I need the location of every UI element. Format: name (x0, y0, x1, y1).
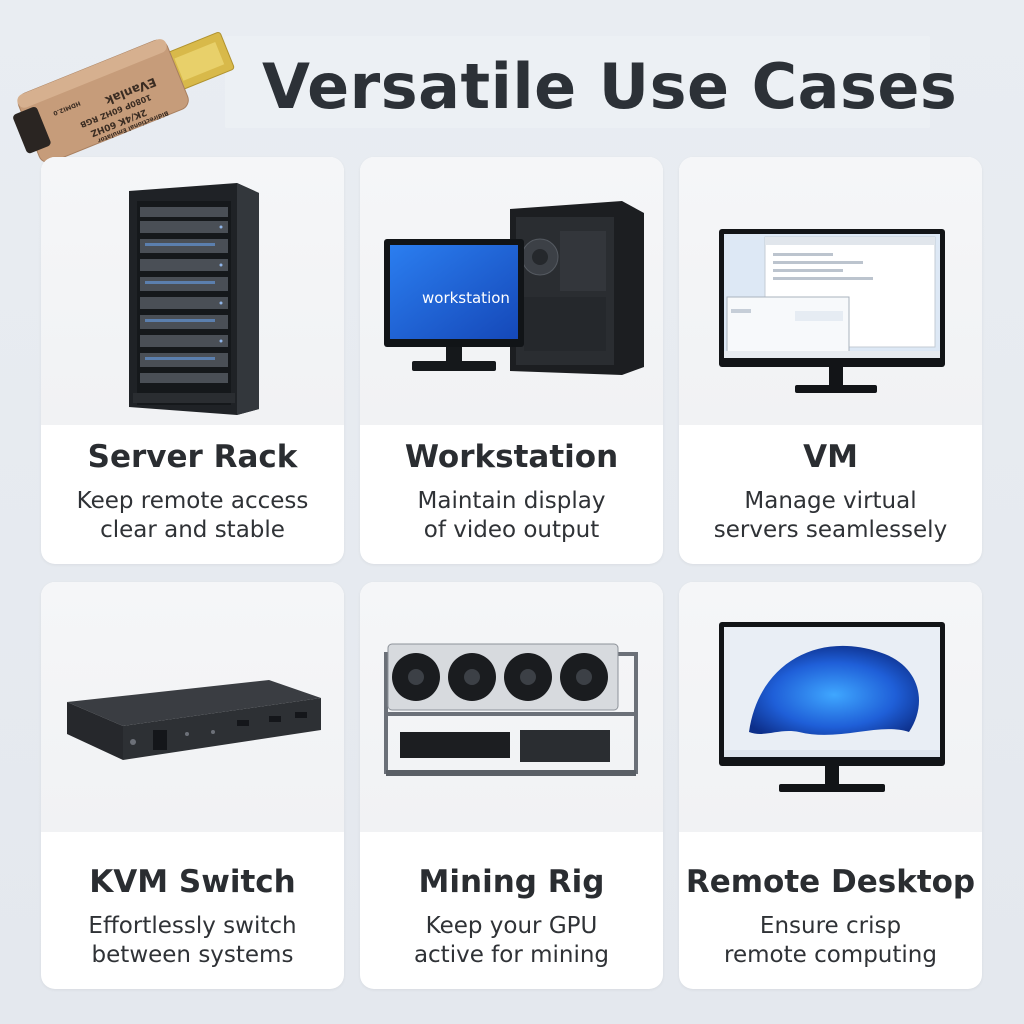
card-description-line-2: servers seamlessely (713, 517, 948, 543)
card-description-line-2: remote computing (724, 942, 937, 968)
card-image-area (41, 157, 344, 425)
card-description-line-1: Keep remote access (76, 488, 309, 514)
page-title: Versatile Use Cases (262, 50, 958, 123)
use-case-card-server-rack: Server Rack Keep remote access clear and… (41, 157, 344, 564)
kvm-switch-image (67, 680, 321, 760)
workstation-screen-text: workstation (422, 289, 510, 307)
card-description-line-2: active for mining (413, 942, 610, 968)
card-description-line-2: of video output (423, 517, 600, 543)
hdmi-adapter-image: EVanlak 1080P 60HZ RGB 2K/4K 60HZ Bidire… (13, 31, 235, 164)
card-description: Effortlessly switch between systems (51, 912, 334, 970)
server-rack-image (129, 183, 259, 415)
use-case-card-kvm-switch: KVM Switch Effortlessly switch between s… (41, 582, 344, 989)
card-description-line-1: Maintain display (417, 488, 606, 514)
card-image-area (679, 157, 982, 425)
use-case-grid: Server Rack Keep remote access clear and… (41, 157, 982, 989)
card-description: Manage virtual servers seamlessely (689, 487, 972, 545)
card-image-area (360, 582, 663, 832)
vm-monitor-image (719, 229, 945, 393)
card-image-area (679, 582, 982, 832)
card-description-line-1: Ensure crisp (759, 913, 902, 939)
card-image-area: workstation (360, 157, 663, 425)
card-description: Ensure crisp remote computing (689, 912, 972, 970)
use-case-card-remote-desktop: Remote Desktop Ensure crisp remote compu… (679, 582, 982, 989)
title-banner (225, 36, 930, 128)
card-title: VM (803, 439, 858, 475)
remote-desktop-image (719, 622, 945, 792)
card-title: Server Rack (87, 439, 298, 475)
mining-rig-image (384, 643, 638, 776)
use-case-card-mining-rig: Mining Rig Keep your GPU active for mini… (360, 582, 663, 989)
card-description-line-1: Manage virtual (744, 488, 917, 514)
card-description: Keep your GPU active for mining (370, 912, 653, 970)
card-title: Mining Rig (418, 864, 605, 900)
use-case-card-vm: VM Manage virtual servers seamlessely (679, 157, 982, 564)
card-description-line-2: clear and stable (100, 517, 285, 543)
workstation-image: workstation (384, 201, 644, 375)
card-title: KVM Switch (89, 864, 296, 900)
card-description-line-1: Effortlessly switch (88, 913, 297, 939)
card-description-line-1: Keep your GPU (425, 913, 598, 939)
card-description: Maintain display of video output (370, 487, 653, 545)
card-description: Keep remote access clear and stable (51, 487, 334, 545)
card-title: Workstation (404, 439, 619, 475)
card-description-line-2: between systems (91, 942, 294, 968)
card-image-area (41, 582, 344, 832)
card-title: Remote Desktop (685, 864, 976, 900)
use-case-card-workstation: workstation Workstation Maintain display… (360, 157, 663, 564)
